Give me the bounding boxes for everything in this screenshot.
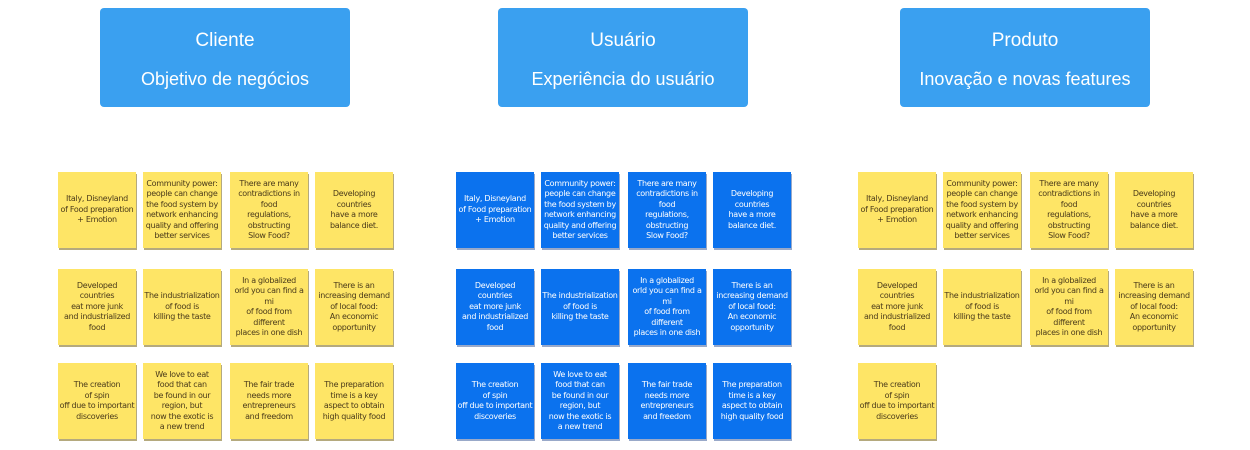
sticky-group-usuario: Italy, Disneyland of Food preparation + … bbox=[456, 172, 796, 442]
sticky-note[interactable]: There are many contradictions in food re… bbox=[1030, 172, 1108, 248]
header-title: Cliente bbox=[195, 30, 255, 51]
sticky-group-produto: Italy, Disneyland of Food preparation + … bbox=[858, 172, 1198, 442]
sticky-note[interactable]: Italy, Disneyland of Food preparation + … bbox=[858, 172, 936, 248]
header-subtitle: Objetivo de negócios bbox=[140, 69, 310, 89]
sticky-note[interactable]: Developed countries eat more junk and in… bbox=[456, 269, 534, 345]
sticky-note[interactable]: There are many contradictions in food re… bbox=[628, 172, 706, 248]
sticky-note[interactable]: In a globalized orld you can find a mi o… bbox=[628, 269, 706, 345]
header-cliente[interactable]: Cliente Objetivo de negócios bbox=[100, 8, 350, 107]
sticky-note[interactable]: We love to eat food that can be found in… bbox=[143, 363, 221, 439]
sticky-note[interactable]: There is an increasing demand of local f… bbox=[315, 269, 393, 345]
sticky-note[interactable]: The creation of spin off due to importan… bbox=[858, 363, 936, 439]
sticky-note[interactable]: Developing countries have a more balance… bbox=[315, 172, 393, 248]
sticky-note[interactable]: Italy, Disneyland of Food preparation + … bbox=[58, 172, 136, 248]
sticky-note[interactable]: The creation of spin off due to importan… bbox=[456, 363, 534, 439]
sticky-note[interactable]: The industrialization of food is killing… bbox=[541, 269, 619, 345]
sticky-note[interactable]: Developing countries have a more balance… bbox=[713, 172, 791, 248]
sticky-note[interactable]: The preparation time is a key aspect to … bbox=[713, 363, 791, 439]
header-title: Produto bbox=[991, 30, 1059, 51]
sticky-note[interactable]: Community power: people can change the f… bbox=[541, 172, 619, 248]
sticky-note[interactable]: The industrialization of food is killing… bbox=[143, 269, 221, 345]
sticky-note[interactable]: The creation of spin off due to importan… bbox=[58, 363, 136, 439]
sticky-note[interactable]: Developing countries have a more balance… bbox=[1115, 172, 1193, 248]
sticky-note[interactable]: The fair trade needs more entrepreneurs … bbox=[628, 363, 706, 439]
sticky-note[interactable]: There are many contradictions in food re… bbox=[230, 172, 308, 248]
sticky-note[interactable]: Developed countries eat more junk and in… bbox=[858, 269, 936, 345]
sticky-note[interactable]: The industrialization of food is killing… bbox=[943, 269, 1021, 345]
sticky-note[interactable]: In a globalized orld you can find a mi o… bbox=[230, 269, 308, 345]
sticky-note[interactable]: There is an increasing demand of local f… bbox=[713, 269, 791, 345]
sticky-note[interactable]: In a globalized orld you can find a mi o… bbox=[1030, 269, 1108, 345]
sticky-note[interactable]: The preparation time is a key aspect to … bbox=[315, 363, 393, 439]
header-usuario[interactable]: Usuário Experiência do usuário bbox=[498, 8, 748, 107]
sticky-note[interactable]: Community power: people can change the f… bbox=[943, 172, 1021, 248]
header-subtitle: Experiência do usuário bbox=[531, 69, 715, 89]
header-produto[interactable]: Produto Inovação e novas features bbox=[900, 8, 1150, 107]
sticky-note[interactable]: Italy, Disneyland of Food preparation + … bbox=[456, 172, 534, 248]
sticky-note[interactable]: Community power: people can change the f… bbox=[143, 172, 221, 248]
sticky-note[interactable]: We love to eat food that can be found in… bbox=[541, 363, 619, 439]
sticky-note[interactable]: There is an increasing demand of local f… bbox=[1115, 269, 1193, 345]
header-subtitle: Inovação e novas features bbox=[919, 69, 1131, 89]
sticky-note[interactable]: Developed countries eat more junk and in… bbox=[58, 269, 136, 345]
sticky-group-cliente: Italy, Disneyland of Food preparation + … bbox=[58, 172, 398, 442]
sticky-note[interactable]: The fair trade needs more entrepreneurs … bbox=[230, 363, 308, 439]
header-title: Usuário bbox=[590, 30, 656, 51]
